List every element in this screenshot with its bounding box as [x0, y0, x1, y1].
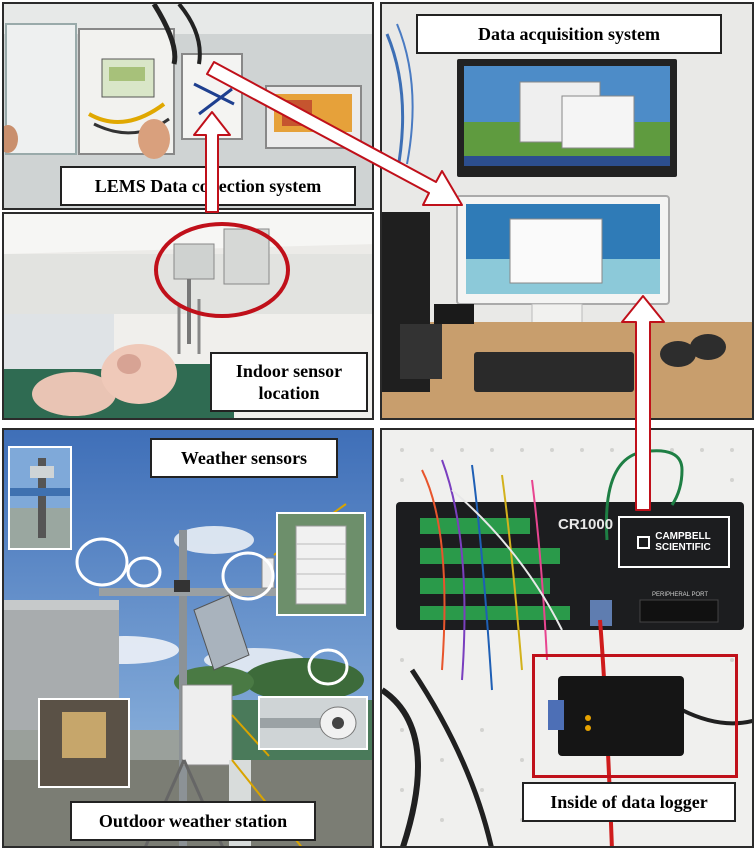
inset-soil-sensor-photo — [40, 700, 128, 786]
campbell-logo-line1: CAMPBELL — [655, 531, 711, 542]
inset-soil-sensor — [38, 698, 130, 788]
weather-label: Weather sensors — [150, 438, 338, 478]
outdoor-label: Outdoor weather station — [70, 801, 316, 841]
logger-model-text: CR1000 — [558, 516, 614, 533]
campbell-logo-text: CAMPBELL SCIENTIFIC — [655, 531, 711, 553]
logger-photo — [382, 430, 752, 846]
lems-panel: LEMS Data collection system — [2, 2, 374, 210]
campbell-logo-icon — [637, 535, 651, 549]
inset-anemometer — [8, 446, 72, 550]
lems-label: LEMS Data collection system — [60, 166, 356, 206]
indoor-label-line2: location — [258, 383, 320, 403]
inset-radiation-shield — [276, 512, 366, 616]
indoor-label: Indoor sensor location — [210, 352, 368, 412]
campbell-logo-box: CAMPBELL SCIENTIFIC — [618, 516, 730, 568]
indoor-label-line1: Indoor sensor — [235, 360, 343, 381]
daq-photo — [382, 4, 752, 418]
outdoor-panel: Weather sensors Outdoor weather station — [2, 428, 374, 848]
daq-label: Data acquisition system — [416, 14, 722, 54]
daq-panel: Data acquisition system — [380, 2, 754, 420]
indoor-panel: Indoor sensor location — [2, 212, 374, 420]
indoor-highlight-ring — [154, 222, 290, 318]
inset-anemometer-photo — [10, 448, 70, 548]
logger-label: Inside of data logger — [522, 782, 736, 822]
modem-highlight-box — [532, 654, 738, 778]
inset-radiation-shield-photo — [278, 514, 364, 614]
campbell-logo-line2: SCIENTIFIC — [655, 542, 711, 553]
logger-port-text: PERIPHERAL PORT — [652, 592, 709, 598]
logger-panel: CR1000 PERIPHERAL PORT CAMPBELL SCIENTIF… — [380, 428, 754, 848]
inset-pyranometer-photo — [260, 698, 366, 748]
inset-pyranometer — [258, 696, 368, 750]
